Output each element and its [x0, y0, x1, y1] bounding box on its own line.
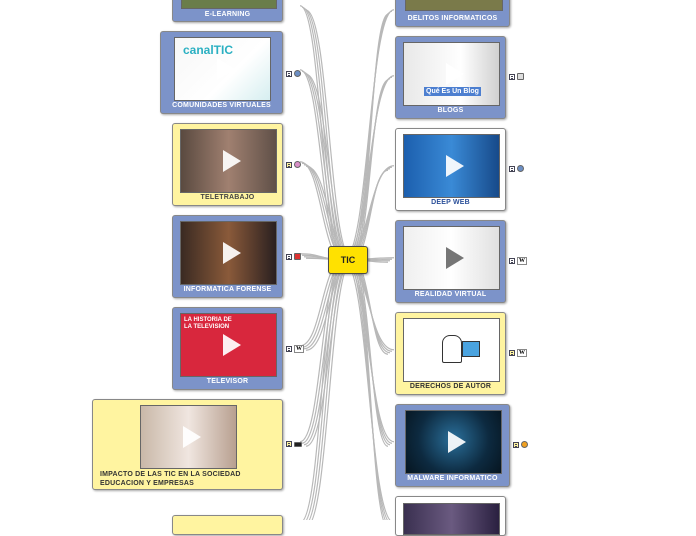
next-thumbnail[interactable]	[403, 503, 500, 535]
play-icon	[222, 150, 241, 172]
note-icon[interactable]	[286, 346, 292, 352]
topic-deep-web[interactable]: DEEP WEB	[395, 128, 506, 211]
topic-next-left[interactable]	[172, 515, 283, 535]
delitos-thumbnail[interactable]	[405, 0, 503, 11]
play-icon	[222, 242, 241, 264]
note-icon[interactable]	[513, 441, 519, 448]
topic-label: TELETRABAJO	[200, 194, 255, 201]
topic-teletrabajo[interactable]: TELETRABAJO	[172, 123, 283, 206]
realidad-thumbnail[interactable]	[403, 226, 500, 290]
televisor-thumbnail[interactable]: LA HISTORIA DE LA TELEVISION	[180, 313, 277, 377]
note-icon[interactable]	[509, 73, 515, 80]
forense-thumbnail[interactable]	[180, 221, 277, 285]
play-icon	[216, 58, 235, 80]
elearning-thumbnail[interactable]	[181, 0, 277, 9]
note-icon[interactable]	[286, 70, 292, 77]
link-icon[interactable]	[521, 441, 528, 448]
topic-label: TELEVISOR	[206, 378, 249, 385]
note-icon[interactable]	[286, 441, 292, 447]
connector-left-5	[305, 259, 353, 447]
topic-derechos-de-autor[interactable]: DERECHOS DE AUTOR	[395, 312, 506, 395]
topic-label: DELITOS INFORMATICOS	[407, 15, 498, 22]
thumb-caption: canalTIC	[183, 43, 234, 57]
blogs-icons	[509, 73, 524, 80]
teletrabajo-thumbnail[interactable]	[180, 129, 277, 193]
note-icon[interactable]	[286, 161, 292, 168]
note-icon[interactable]	[286, 253, 292, 260]
derechos-thumbnail[interactable]	[403, 318, 500, 382]
play-icon	[182, 426, 201, 448]
note-icon[interactable]	[509, 165, 515, 172]
play-icon	[445, 247, 464, 269]
forense-icons	[286, 253, 301, 260]
impacto-icons	[286, 441, 302, 447]
connector-left-6	[305, 259, 347, 520]
blogs-thumbnail[interactable]: Qué Es Un Blog	[403, 42, 500, 106]
note-icon[interactable]	[509, 258, 515, 264]
topic-label: INFORMATICA FORENSE	[183, 286, 272, 293]
malware-icons	[513, 441, 528, 448]
illustration-person-icon	[442, 335, 462, 363]
malware-thumbnail[interactable]	[405, 410, 502, 474]
play-icon	[445, 155, 464, 177]
deepweb-icons	[509, 165, 524, 172]
topic-impacto-tic[interactable]: IMPACTO DE LAS TIC EN LA SOCIEDAD EDUCAC…	[92, 399, 283, 490]
link-icon[interactable]	[517, 73, 524, 80]
realidad-icons: W	[509, 257, 527, 265]
derechos-icons: W	[509, 349, 527, 357]
topic-informatica-forense[interactable]: INFORMATICA FORENSE	[172, 215, 283, 298]
deepweb-thumbnail[interactable]	[403, 134, 500, 198]
thumb-caption: Qué Es Un Blog	[424, 87, 481, 96]
connector-left-6	[308, 259, 350, 520]
comunidades-icons	[286, 70, 301, 77]
televisor-icons: W	[286, 345, 304, 353]
topic-elearning[interactable]: E-LEARNING	[172, 0, 283, 22]
teletrabajo-icons	[286, 161, 301, 168]
topic-label: COMUNIDADES VIRTUALES	[172, 102, 271, 109]
wikipedia-icon[interactable]: W	[517, 257, 527, 265]
topic-label: DERECHOS DE AUTOR	[409, 383, 492, 390]
topic-label: MALWARE INFORMATICO	[407, 475, 498, 482]
play-icon	[447, 431, 466, 453]
globe-link-icon[interactable]	[294, 70, 301, 77]
topic-delitos-informaticos[interactable]: DELITOS INFORMATICOS	[395, 0, 510, 27]
play-icon	[445, 63, 464, 85]
wikipedia-icon[interactable]: W	[517, 349, 527, 357]
illustration-monitor-icon	[462, 341, 480, 357]
play-icon	[222, 334, 241, 356]
topic-label: IMPACTO DE LAS TIC EN LA SOCIEDAD EDUCAC…	[100, 471, 241, 487]
topic-label: REALIDAD VIRTUAL	[414, 291, 487, 298]
topic-label: E-LEARNING	[204, 11, 251, 18]
wikipedia-icon[interactable]: W	[294, 345, 304, 353]
central-topic[interactable]: TIC	[328, 246, 368, 274]
topic-next-right[interactable]	[395, 496, 506, 536]
comunidades-thumbnail[interactable]: canalTIC	[174, 37, 271, 101]
topic-realidad-virtual[interactable]: REALIDAD VIRTUAL	[395, 220, 506, 303]
topic-label: BLOGS	[437, 107, 464, 114]
note-icon[interactable]	[509, 350, 515, 356]
impacto-thumbnail[interactable]	[140, 405, 237, 469]
topic-comunidades-virtuales[interactable]: canalTIC COMUNIDADES VIRTUALES	[160, 31, 283, 114]
globe-link-icon[interactable]	[517, 165, 524, 172]
topic-televisor[interactable]: LA HISTORIA DE LA TELEVISION TELEVISOR	[172, 307, 283, 390]
topic-label: DEEP WEB	[431, 199, 470, 206]
topic-malware-informatico[interactable]: MALWARE INFORMATICO	[395, 404, 510, 487]
video-link-icon[interactable]	[294, 441, 302, 447]
link-icon[interactable]	[294, 161, 301, 168]
thumb-caption: LA HISTORIA DE LA TELEVISION	[184, 317, 232, 330]
pdf-link-icon[interactable]	[294, 253, 301, 260]
topic-blogs[interactable]: Qué Es Un Blog BLOGS	[395, 36, 506, 119]
